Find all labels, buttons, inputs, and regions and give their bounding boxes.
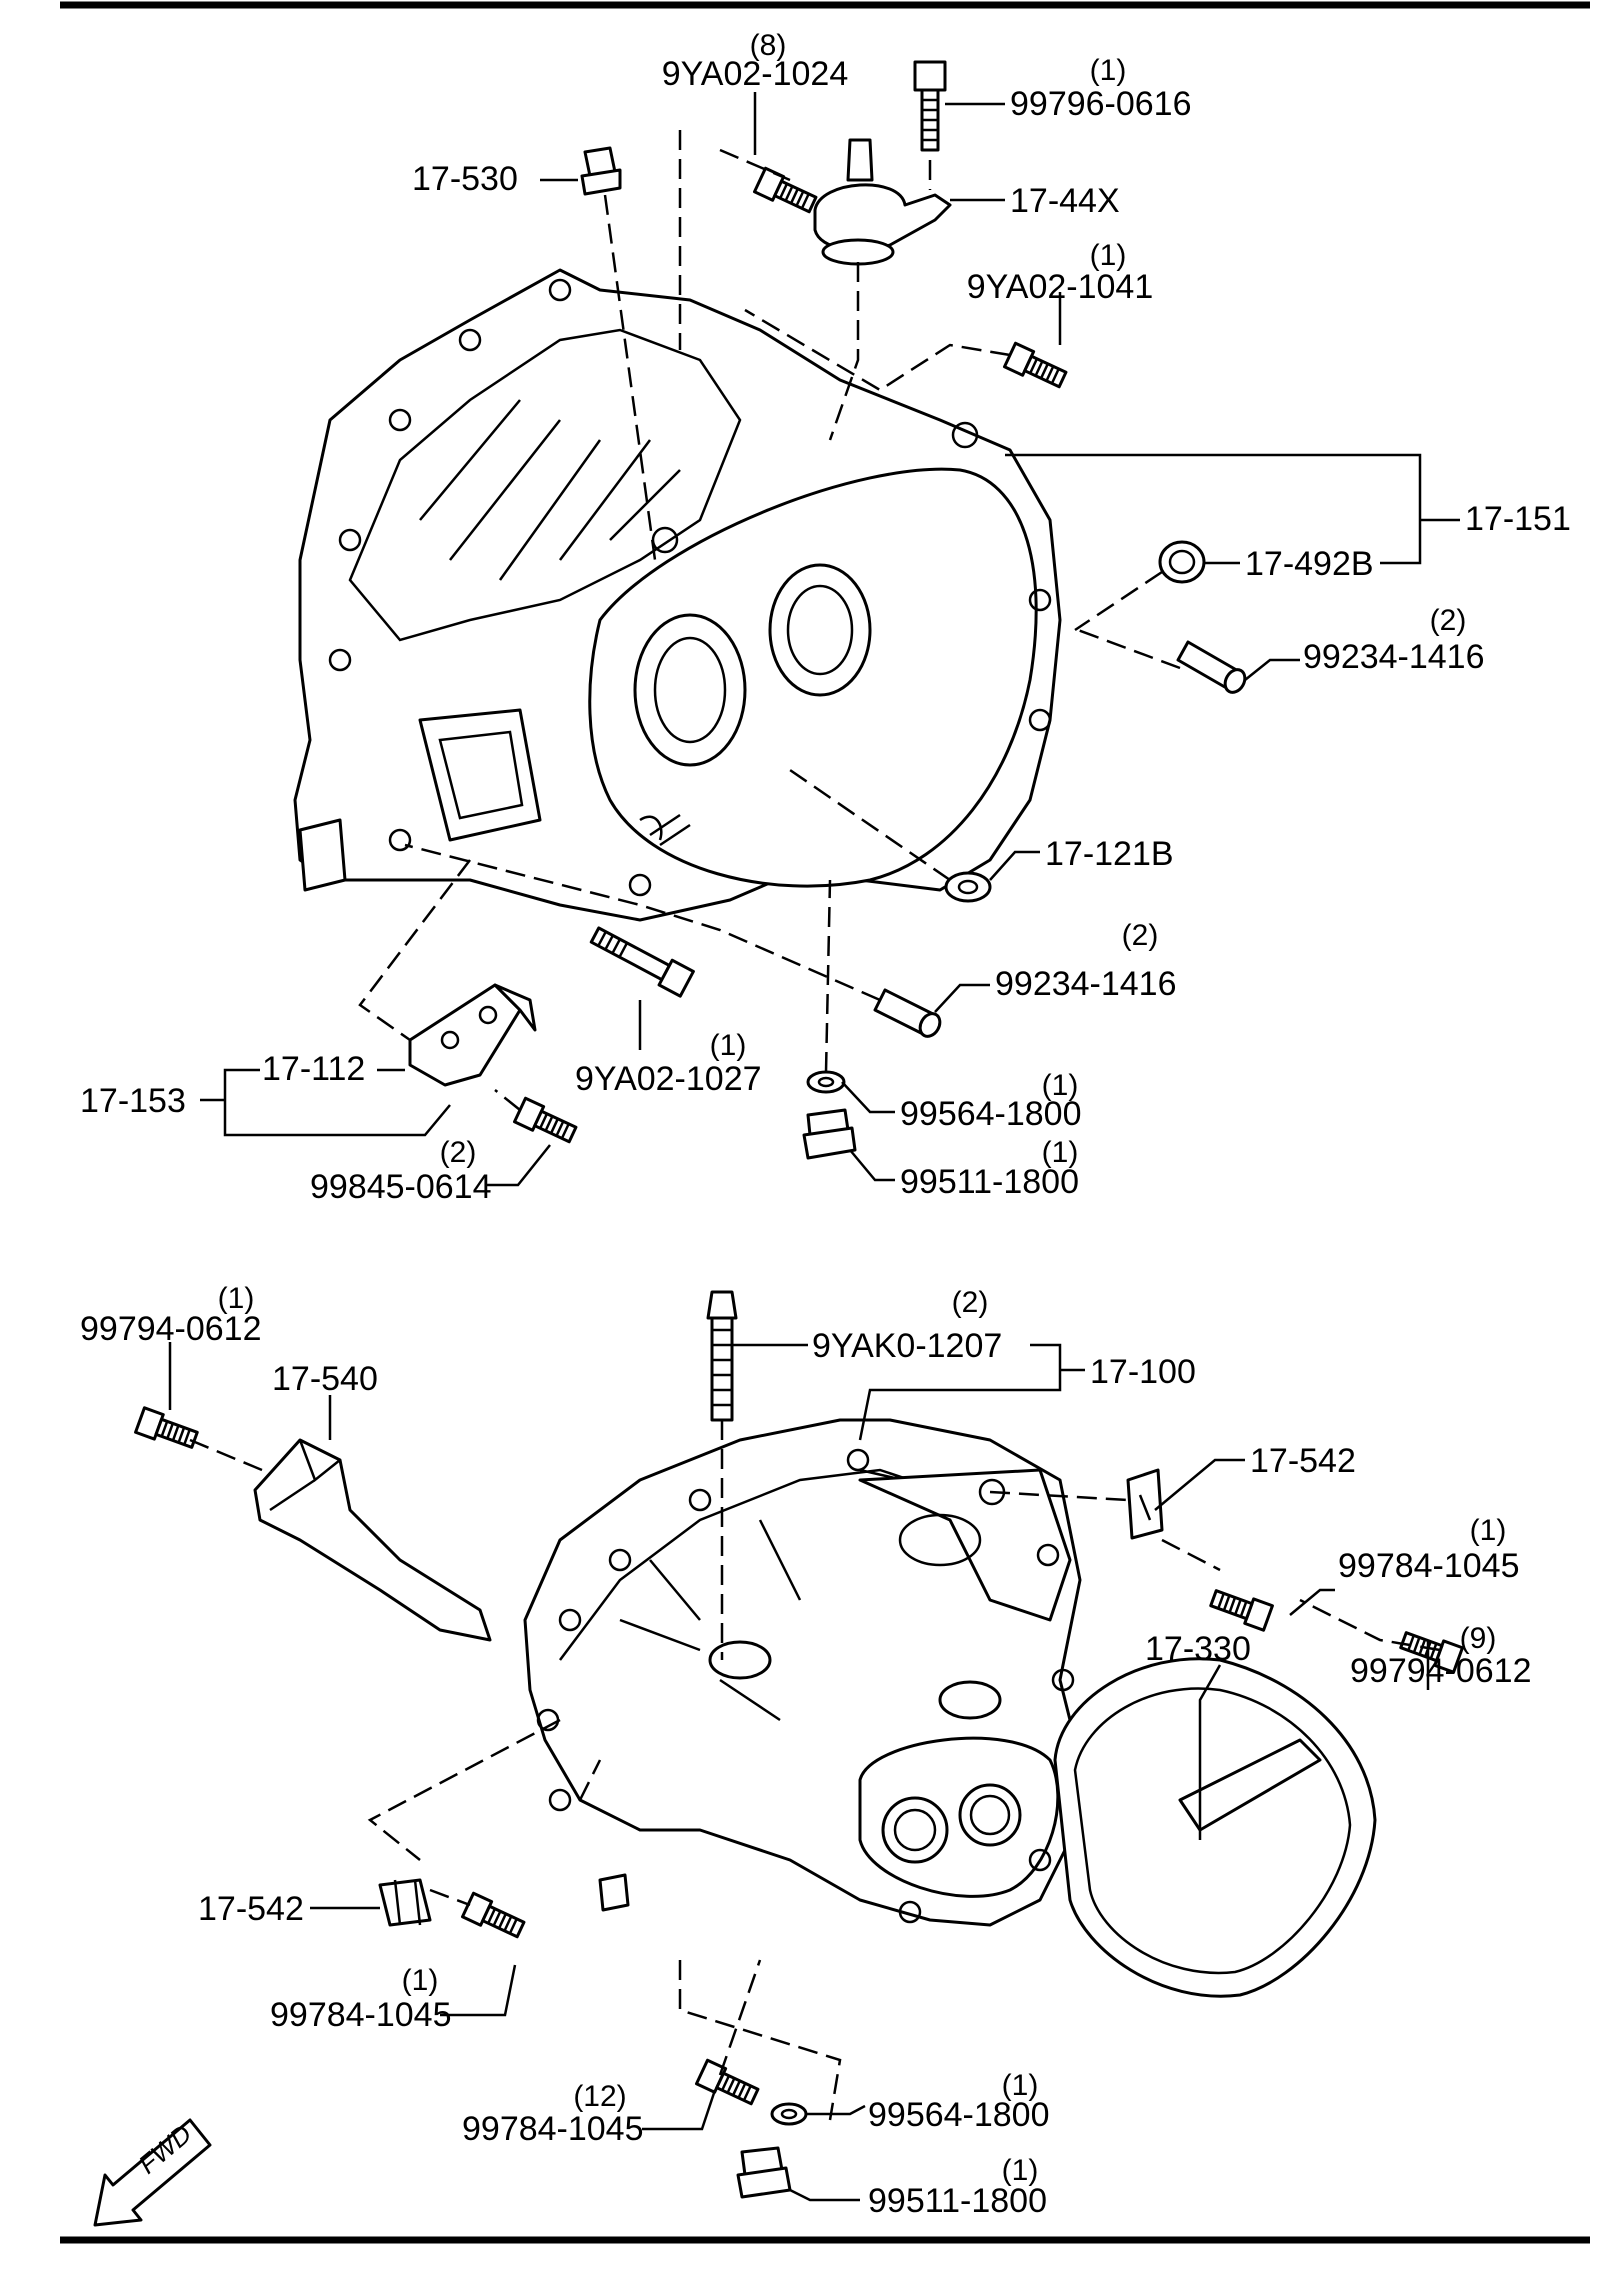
bolt-99796-0616 [913, 60, 947, 152]
qty-99564-1800-a: (1) [1042, 1069, 1079, 1102]
bolt-99784-1045-c [695, 2058, 762, 2110]
part-number-17-44x: 17-44X [1010, 182, 1120, 220]
transaxle-case-drawing [523, 1418, 1082, 1927]
part-number-99796-0616: 99796-0616 [1010, 85, 1192, 123]
part-number-17-121b: 17-121B [1045, 835, 1174, 873]
part-number-17-153: 17-153 [80, 1082, 186, 1120]
part-number-99564-1800-b: 99564-1800 [868, 2096, 1050, 2134]
dowel-99234-1416-a [1176, 640, 1247, 694]
lower-leaders [168, 1342, 1430, 2202]
qty-99784-1045-b: (1) [402, 1964, 439, 1997]
upper-leaders [200, 92, 1460, 1187]
qty-99234-1416-b: (2) [1122, 919, 1159, 952]
bolt-99794-0612-a [134, 1406, 201, 1454]
bolt-99784-1045-a [1207, 1584, 1274, 1632]
bracket-17-112 [408, 983, 537, 1087]
bolt-9ya02-1041 [1003, 341, 1070, 393]
bolt-9ya02-1027 [589, 926, 695, 998]
bracket-17-542-b [378, 1878, 432, 1927]
bracket-17-542-a [1126, 1468, 1164, 1540]
part-number-17-530: 17-530 [412, 160, 518, 198]
part-number-9ya02-1024: 9YA02-1024 [662, 55, 849, 93]
qty-9ya02-1024: (8) [750, 29, 787, 62]
bracket-17-540 [253, 1438, 492, 1642]
part-number-99845-0614: 99845-0614 [310, 1168, 492, 1206]
part-number-99234-1416-b: 99234-1416 [995, 965, 1177, 1003]
qty-9yak0-1207: (2) [952, 1286, 989, 1319]
part-number-99784-1045-a: 99784-1045 [1338, 1547, 1520, 1585]
upper-assembly-lines [358, 130, 1181, 1111]
qty-99845-0614: (2) [440, 1136, 477, 1169]
fwd-arrow: FWD [93, 2118, 212, 2227]
qty-99794-0612-b: (9) [1460, 1622, 1497, 1655]
qty-99784-1045-a: (1) [1470, 1514, 1507, 1547]
qty-9ya02-1041: (1) [1090, 239, 1127, 272]
part-number-17-542-b: 17-542 [198, 1890, 304, 1928]
part-number-99511-1800-b: 99511-1800 [868, 2182, 1047, 2220]
oil-seal-17-492b [1158, 540, 1206, 584]
part-number-17-492b: 17-492B [1245, 545, 1374, 583]
part-number-99794-0612-b: 99794-0612 [1350, 1652, 1532, 1690]
part-number-17-100: 17-100 [1090, 1353, 1196, 1391]
part-number-9ya02-1027: 9YA02-1027 [575, 1060, 762, 1098]
part-number-99564-1800-a: 99564-1800 [900, 1095, 1082, 1133]
part-number-9yak0-1207: 9YAK0-1207 [812, 1327, 1002, 1365]
part-labels: (8) 9YA02-1024 (1) 99796-0616 17-530 17-… [80, 29, 1571, 2220]
washer-17-121b [944, 871, 992, 903]
qty-99564-1800-b: (1) [1002, 2069, 1039, 2102]
plug-17-530 [580, 146, 622, 196]
bolt-99845-0614 [513, 1096, 580, 1148]
part-number-99784-1045-c: 99784-1045 [462, 2110, 644, 2148]
part-number-99784-1045-b: 99784-1045 [270, 1996, 452, 2034]
qty-99796-0616: (1) [1090, 54, 1127, 87]
dowel-99234-1416-b [873, 988, 942, 1038]
part-number-17-112: 17-112 [262, 1050, 365, 1088]
speed-sensor-17-44x [813, 138, 952, 266]
lower-assembly-lines [189, 1420, 1441, 2121]
qty-99511-1800-b: (1) [1002, 2154, 1039, 2187]
qty-99794-0612-a: (1) [218, 1282, 255, 1315]
cover-17-330 [1053, 1657, 1377, 1998]
stud-9yak0-1207 [706, 1290, 738, 1422]
part-number-17-542-a: 17-542 [1250, 1442, 1356, 1480]
part-number-9ya02-1041: 9YA02-1041 [967, 268, 1154, 306]
part-number-17-540: 17-540 [272, 1360, 378, 1398]
qty-9ya02-1027: (1) [710, 1029, 747, 1062]
part-number-99511-1800-a: 99511-1800 [900, 1163, 1079, 1201]
qty-99511-1800-a: (1) [1042, 1136, 1079, 1169]
drain-plug-99511-1800-a [802, 1108, 857, 1160]
part-number-99234-1416-a: 99234-1416 [1303, 638, 1485, 676]
washer-99564-1800-a [806, 1070, 846, 1094]
washer-99564-1800-b [770, 2102, 808, 2126]
clutch-housing-drawing [293, 268, 1062, 922]
qty-99784-1045-c: (12) [573, 2080, 626, 2113]
drain-plug-99511-1800-b [736, 2146, 792, 2199]
bolt-9ya02-1024 [753, 166, 820, 218]
part-number-17-330: 17-330 [1145, 1630, 1251, 1668]
qty-99234-1416-a: (2) [1430, 604, 1467, 637]
part-number-17-151: 17-151 [1465, 500, 1571, 538]
part-number-99794-0612-a: 99794-0612 [80, 1310, 262, 1348]
bolt-99784-1045-b [461, 1891, 528, 1943]
